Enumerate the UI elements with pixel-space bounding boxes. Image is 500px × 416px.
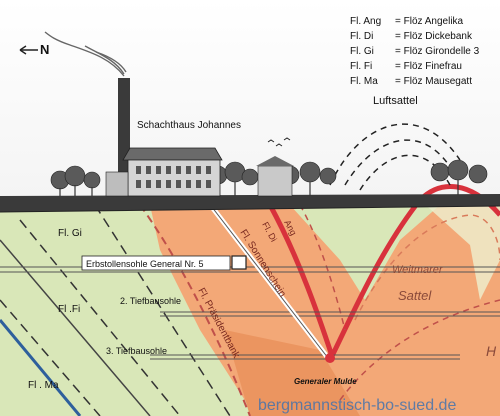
legend-abbr: Fl. Di	[350, 31, 373, 42]
legend-abbr: Fl. Fi	[350, 61, 372, 72]
adit-level-label: Erbstollensohle General Nr. 5	[86, 259, 204, 269]
adit-label-box	[81, 255, 231, 271]
legend-abbr: Fl. Ma	[350, 76, 378, 87]
tree-trunks	[59, 180, 459, 196]
legend-abbr: Fl. Gi	[350, 46, 374, 57]
seam-gi-label: Fl. Gi	[58, 228, 82, 239]
birds	[267, 137, 291, 147]
saddle-label-line1: Weitmarer	[392, 264, 444, 276]
legend: Fl. Ang = Flöz Angelika Fl. Di = Flöz Di…	[350, 16, 480, 87]
shaft-line-core	[204, 197, 329, 359]
seam-solid-lines	[0, 184, 500, 416]
north-arrow-icon	[19, 45, 38, 55]
level2-label: 2. Tiefbausohle	[120, 296, 181, 306]
chimney	[118, 78, 130, 196]
adit-entry-box	[231, 255, 247, 270]
legend-name: = Flöz Finefrau	[395, 61, 462, 72]
air-saddle-label: Luftsattel	[373, 95, 418, 107]
rock-orange-deep	[225, 330, 360, 416]
legend-abbr: Fl. Ang	[350, 16, 381, 27]
level3-label: 3. Tiefbausohle	[106, 346, 167, 356]
syncline-label: Generaler Mulde	[294, 377, 357, 386]
seam-ma-label: Fl . Ma	[28, 380, 59, 391]
shaft-house-label: Schachthaus Johannes	[137, 120, 241, 131]
shaft-house	[105, 147, 294, 197]
syncline-marker	[325, 353, 335, 363]
watermark: bergmannstisch-bo-sued.de	[258, 397, 456, 414]
legend-name: = Flöz Angelika	[395, 16, 464, 27]
smoke	[44, 31, 127, 77]
right-h-label: H	[486, 343, 497, 359]
legend-name: = Flöz Dickebank	[395, 31, 473, 42]
seam-fi-label: Fl .Fi	[58, 304, 80, 315]
sky	[0, 0, 500, 200]
legend-name: = Flöz Girondelle 3	[395, 46, 480, 57]
saddle-label-line2: Sattel	[398, 288, 432, 303]
seam-dashed-lines	[0, 204, 231, 416]
legend-name: = Flöz Mausegatt	[395, 76, 472, 87]
rock-pale	[420, 200, 500, 300]
north-label: N	[40, 42, 49, 57]
